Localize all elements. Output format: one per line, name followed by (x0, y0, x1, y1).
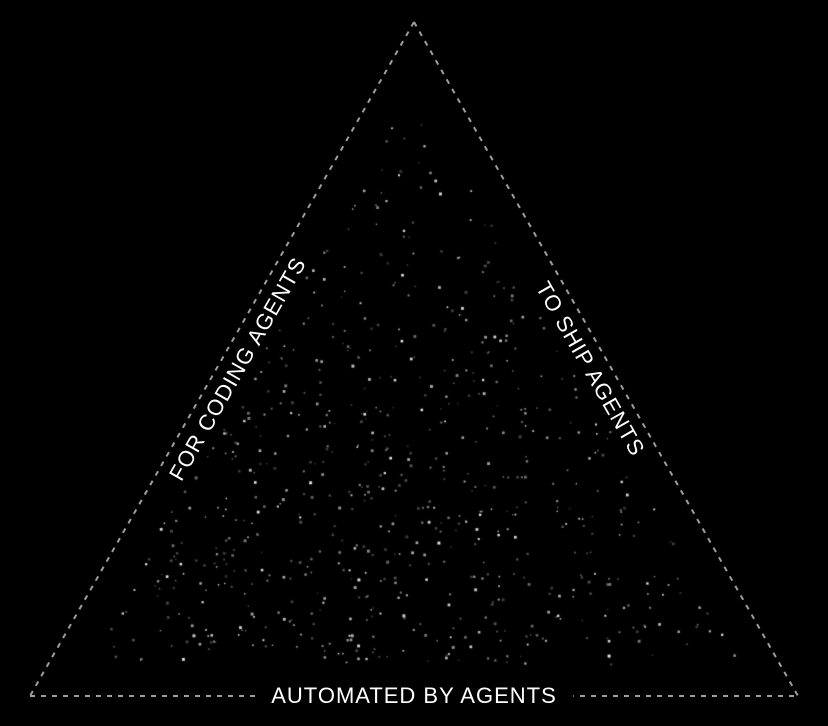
triangle-right-edge (413, 21, 799, 697)
triangle-left-edge (29, 21, 415, 697)
bottom-edge-label: AUTOMATED BY AGENTS (255, 683, 573, 709)
